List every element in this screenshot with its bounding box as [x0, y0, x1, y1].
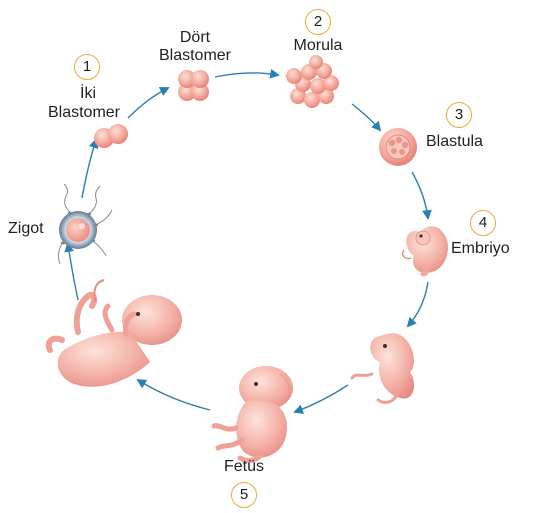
badge-step-5: 5 — [231, 482, 257, 508]
arrow-zigot-to-iki — [82, 140, 96, 198]
arrow-early-to-late-fetus — [295, 385, 348, 412]
early-fetus-figure — [352, 333, 414, 402]
arrow-newborn-to-zigot — [68, 244, 78, 300]
label-zigot: Zigot — [8, 219, 44, 239]
label-dort-line2: Blastomer — [148, 46, 242, 66]
arrow-morula-to-blastula — [352, 104, 380, 130]
morula-cells — [286, 55, 339, 108]
embryo-figure — [403, 226, 448, 276]
four-blastomer-cells — [178, 70, 209, 101]
arrow-iki-to-dort — [128, 88, 168, 118]
label-fetus: Fetüs — [216, 457, 272, 477]
newborn-figure — [49, 280, 182, 387]
arrow-embriyo-to-fetus-early — [408, 282, 428, 326]
blastula-cells — [379, 128, 417, 166]
label-dort-line1: Dört — [160, 28, 230, 48]
badge-step-2: 2 — [305, 9, 331, 35]
badge-step-4: 4 — [470, 210, 496, 236]
late-fetus-figure — [214, 366, 293, 460]
label-morula: Morula — [282, 36, 354, 56]
two-blastomer-cells — [94, 124, 128, 148]
badge-step-1: 1 — [74, 54, 100, 80]
label-embriyo: Embriyo — [451, 239, 510, 259]
arrow-fetus-to-newborn — [138, 380, 210, 410]
label-iki-line2: Blastomer — [38, 103, 130, 123]
label-iki-line1: İki — [60, 84, 116, 104]
badge-step-3: 3 — [446, 102, 472, 128]
label-blastula: Blastula — [426, 132, 483, 152]
arrow-blastula-to-embriyo — [412, 172, 428, 218]
arrow-dort-to-morula — [215, 73, 278, 77]
